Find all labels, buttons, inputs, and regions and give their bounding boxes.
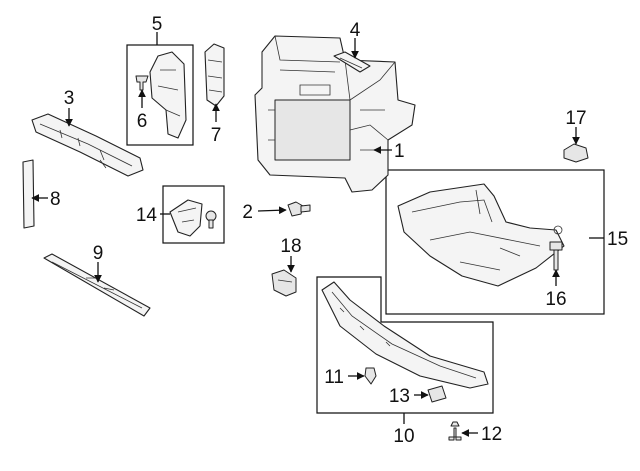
bolt-part-2 xyxy=(287,201,311,217)
callout-6: 6 xyxy=(137,111,148,132)
underbody-shield-part-15 xyxy=(397,183,565,287)
deflector-part-5 xyxy=(149,51,187,139)
callout-9: 9 xyxy=(93,243,104,264)
bolt-part-16 xyxy=(549,241,563,271)
push-clip-part-11 xyxy=(364,367,377,385)
callout-14: 14 xyxy=(136,205,158,226)
callout-1: 1 xyxy=(394,141,405,162)
leader-lines xyxy=(31,32,604,437)
seal-strip-part-8 xyxy=(22,159,35,229)
callout-15: 15 xyxy=(607,229,628,250)
callout-18: 18 xyxy=(280,236,301,257)
group-box-10 xyxy=(316,276,494,414)
bracket-part-4 xyxy=(333,51,371,73)
lower-bar-part-9 xyxy=(43,253,151,317)
radiator-support-part-1 xyxy=(254,35,416,193)
push-pin-part-12 xyxy=(448,421,462,441)
bracket-part-14 xyxy=(169,199,217,237)
callout-13: 13 xyxy=(389,386,410,407)
callout-8: 8 xyxy=(50,189,61,210)
callout-2: 2 xyxy=(242,202,253,223)
callout-4: 4 xyxy=(350,20,361,41)
side-bracket-part-7 xyxy=(204,43,225,107)
clip-part-17 xyxy=(563,143,589,163)
callout-10: 10 xyxy=(393,426,414,447)
group-box-5 xyxy=(126,44,194,146)
callout-17: 17 xyxy=(565,108,586,129)
sensor-part-18 xyxy=(271,269,297,297)
group-box-15 xyxy=(385,169,605,315)
clip-part-13 xyxy=(427,385,447,403)
callout-11: 11 xyxy=(324,367,344,388)
upper-bracket-part-3 xyxy=(31,113,144,177)
callout-16: 16 xyxy=(545,289,566,310)
clip-part-6 xyxy=(135,75,149,91)
callout-12: 12 xyxy=(481,424,502,445)
callout-5: 5 xyxy=(152,14,163,35)
lower-deflector-part-10 xyxy=(321,281,489,389)
callout-3: 3 xyxy=(64,88,75,109)
callout-7: 7 xyxy=(211,125,222,146)
